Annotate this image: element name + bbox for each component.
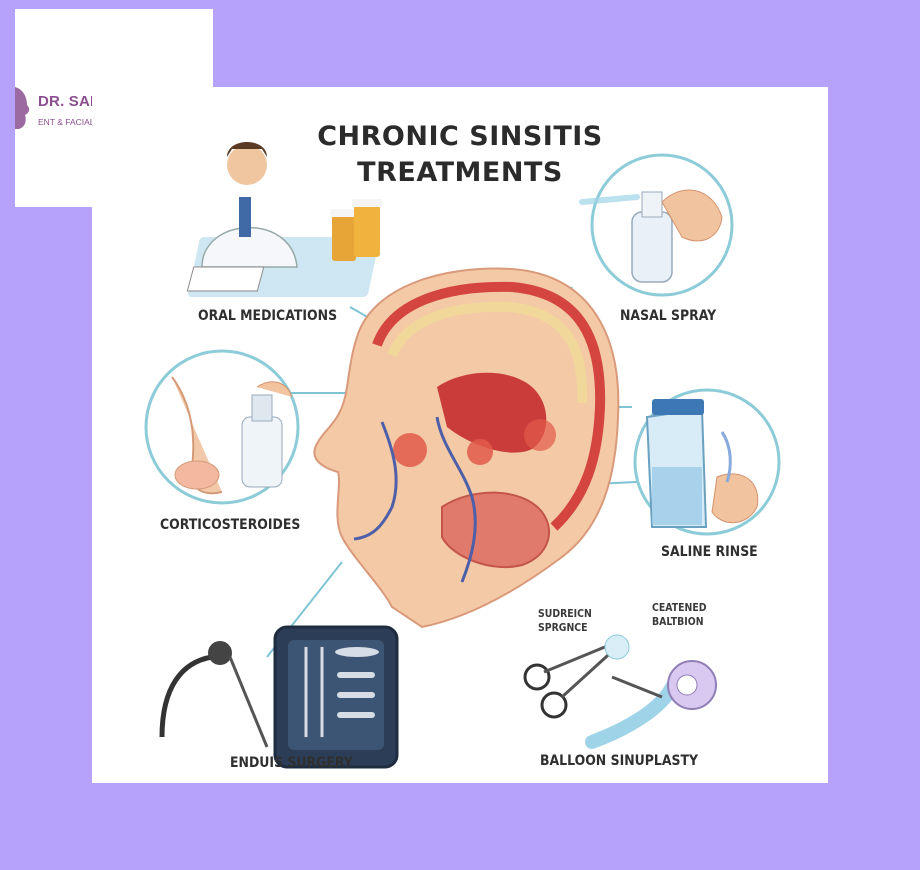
corticosteroids-illustration xyxy=(144,349,300,505)
label-endus-surgery: ENDUIS SURGERY xyxy=(230,755,353,771)
saline-rinse-illustration xyxy=(633,388,781,536)
head-cross-section xyxy=(313,267,620,629)
label-oral-medications: ORAL MEDICATIONS xyxy=(198,308,338,324)
infographic-title-line1: CHRONIC SINSITIS xyxy=(317,121,603,152)
label-ceatened: CEATENED BALTBION xyxy=(652,601,707,628)
nasal-spray-illustration xyxy=(579,153,734,297)
label-saline-rinse: SALINE RINSE xyxy=(661,544,758,560)
endoscopic-surgery-illustration xyxy=(159,625,399,769)
label-corticosteroides: CORTICOSTEROIDES xyxy=(160,517,301,533)
infographic-illustration xyxy=(144,142,781,769)
doctor-illustration xyxy=(186,142,382,297)
balloon-sinuplasty-illustration xyxy=(523,634,717,749)
infographic-card: CHRONIC SINSITIS TREATMENTS ORAL MEDICAT… xyxy=(92,87,828,783)
label-sudreicn: SUDREICN SPRGNCE xyxy=(538,607,592,634)
infographic-title-line2: TREATMENTS xyxy=(357,157,563,188)
label-nasal-spray: NASAL SPRAY xyxy=(620,308,717,324)
label-balloon-sinuplasty: BALLOON SINUPLASTY xyxy=(540,753,699,769)
